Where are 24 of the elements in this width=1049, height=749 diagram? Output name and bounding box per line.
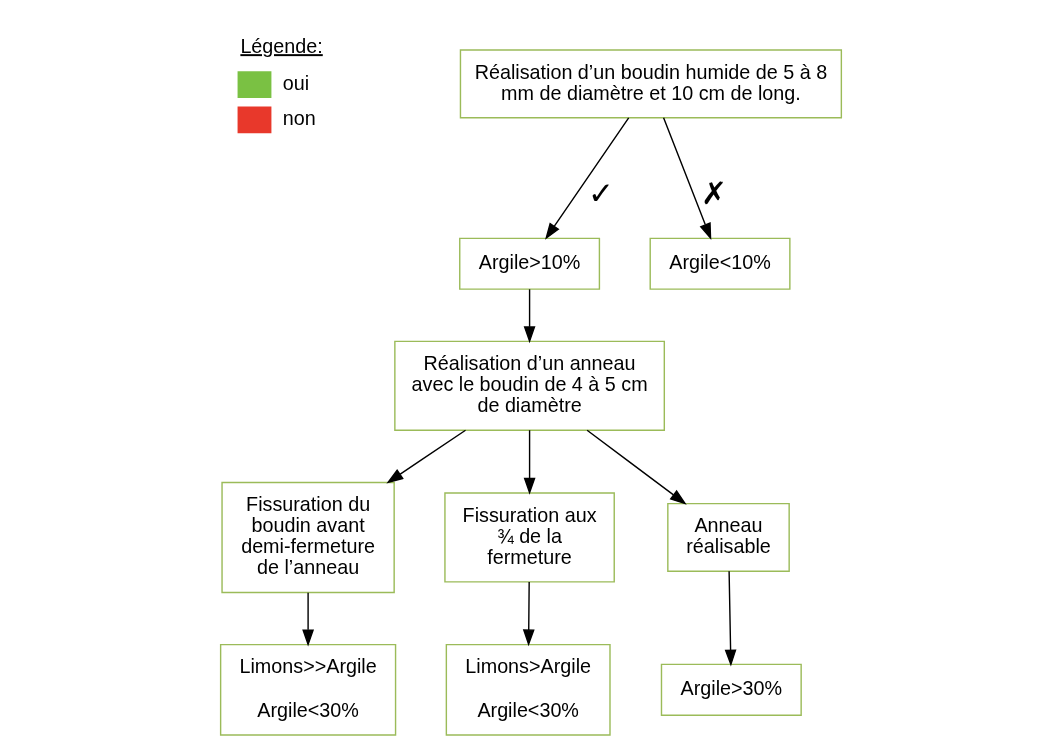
edge-label: ✓ [587,175,614,211]
arrow [301,592,314,647]
arrow [385,429,466,484]
arrow [585,429,687,505]
node-box: Anneau réalisable [666,502,790,572]
node-box: Argile>30% [660,663,802,716]
legend-label: oui [282,71,309,94]
arrow [523,288,535,344]
label: Légende: [239,35,323,58]
node-box: Argile<10% [649,237,791,290]
node-box: Limons>Argile Argile<30% [445,643,611,736]
edge-label: ✗ [700,175,727,211]
node-box: Fissuration du boudin avant demi-fermeture de l’anneau [220,481,395,594]
arrow [523,429,535,495]
arrow [544,117,629,240]
legend-label: non [282,107,316,130]
arrow [724,570,737,667]
node-box: Réalisation d’un anneau avec le boudin de 4 à 5 cm de diamètre [393,340,665,431]
arrow [522,581,535,647]
arrow [662,117,711,241]
node-box: Argile>10% [458,237,600,290]
node-box: Fissuration aux ¾ de la fermeture [443,492,615,583]
node-box: Réalisation d’un boudin humide de 5 à 8 mm de diamètre et 10 cm de long. [459,49,842,119]
node-box: Limons>>Argile Argile<30% [219,643,396,736]
